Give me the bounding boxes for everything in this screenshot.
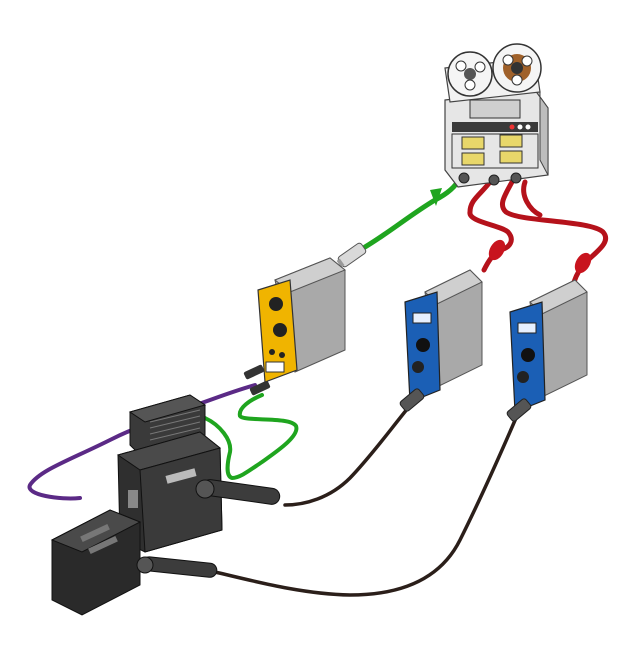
reel-left — [447, 51, 493, 97]
red-cable-tape-to-blue-2 — [500, 179, 609, 285]
tape-machine — [444, 43, 549, 188]
green-cable-tape-to-gold — [362, 175, 463, 250]
green-cable-gold-to-cab — [203, 393, 299, 481]
blue2-knob — [521, 348, 535, 362]
vu-meters — [451, 133, 539, 169]
di-box — [50, 509, 142, 616]
jack-plug-2 — [249, 380, 271, 396]
red-cable-extra — [521, 179, 543, 218]
blue1-knob — [416, 338, 430, 352]
module-blue-2 — [509, 279, 588, 413]
green-cable-tape-to-gold-segment — [430, 188, 442, 206]
mic-cable-1 — [283, 406, 410, 507]
mic-cable-2 — [213, 416, 518, 597]
red-connector-2 — [574, 252, 592, 274]
mic-2 — [136, 556, 218, 578]
jack-plug-1 — [243, 364, 265, 380]
module-blue-1 — [404, 269, 483, 403]
module-gold — [257, 257, 346, 383]
reel-right — [492, 43, 542, 93]
amp-grille — [149, 409, 201, 441]
purple-cable-amp-to-gold — [27, 383, 257, 501]
gold-knob-2 — [273, 323, 287, 337]
red-connector-1 — [488, 239, 506, 261]
mic-1 — [195, 479, 281, 505]
xlr-plug-blue2 — [506, 398, 532, 422]
speaker-cab — [116, 431, 223, 553]
xlr-plug-green — [336, 242, 367, 268]
xlr-plug-blue1 — [399, 388, 425, 412]
gold-knob-1 — [269, 297, 283, 311]
